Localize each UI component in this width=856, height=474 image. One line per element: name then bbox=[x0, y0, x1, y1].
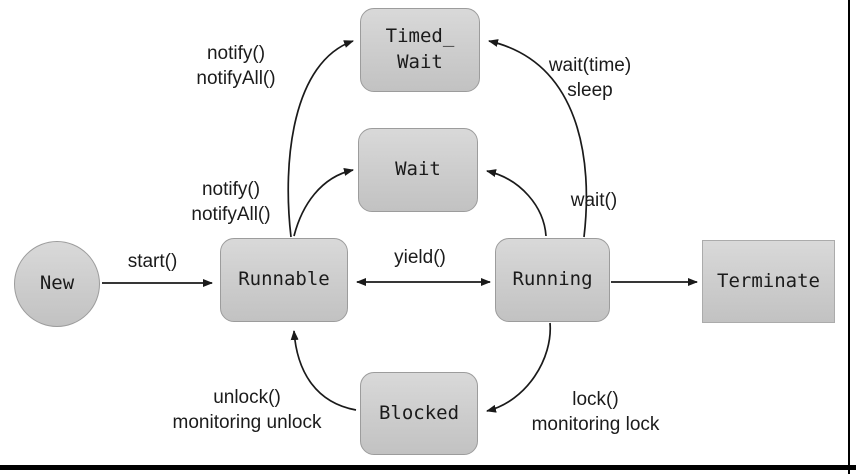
edge-label-notify-mid: notify() notifyAll() bbox=[191, 179, 271, 226]
edge-label-unlock: unlock() monitoring unlock bbox=[172, 387, 322, 434]
edge-label-wait-time-sleep: wait(time) sleep bbox=[548, 55, 632, 102]
edge-label-lock: lock() monitoring lock bbox=[531, 389, 660, 436]
page-right-border bbox=[848, 0, 850, 474]
state-node-wait: Wait bbox=[358, 128, 478, 212]
edge-running-to-wait bbox=[486, 169, 547, 237]
edge-running-to-blocked bbox=[486, 322, 552, 413]
edge-label-yield: yield() bbox=[394, 247, 446, 268]
page-bottom-rule bbox=[0, 465, 856, 470]
state-node-runnable: Runnable bbox=[220, 238, 348, 322]
edge-blocked-to-runnable bbox=[290, 330, 357, 411]
edge-running-to-timedwait bbox=[488, 39, 588, 238]
edge-label-notify-top: notify() notifyAll() bbox=[196, 43, 276, 90]
state-node-blocked: Blocked bbox=[360, 372, 478, 455]
state-node-timed-wait: Timed_ Wait bbox=[360, 8, 480, 92]
state-node-new: New bbox=[14, 241, 100, 327]
edge-runnable-to-timedwait bbox=[287, 40, 354, 238]
state-node-running: Running bbox=[495, 238, 610, 322]
state-node-terminate: Terminate bbox=[702, 240, 835, 323]
edge-label-start: start() bbox=[127, 251, 178, 272]
edge-label-wait: wait() bbox=[570, 190, 618, 211]
edge-runnable-to-wait bbox=[293, 168, 354, 237]
